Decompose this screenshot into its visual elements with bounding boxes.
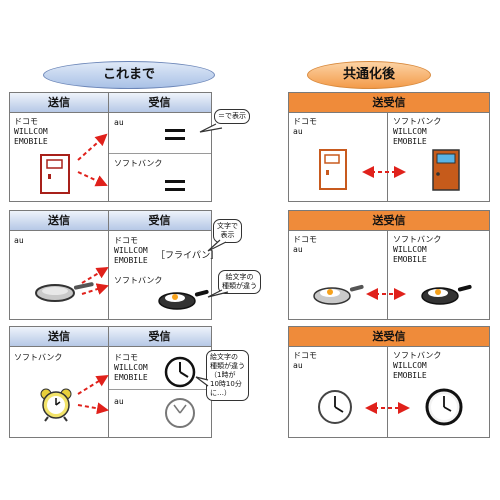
sender-label: au [14,236,24,245]
recv-header: 受信 [108,211,211,231]
fried-egg-pan-icon [158,289,209,310]
frying-pan-text: ［フライパン］ [156,251,220,261]
recv-top-label: au [114,118,124,127]
clock-icon [164,356,196,388]
clock-icon [165,398,195,428]
left-carriers: ドコモ au [293,235,317,254]
speech-bubble: 絵文字の 種類が違う [218,270,261,294]
recv-bottom-label: au [114,397,124,406]
sendrecv-header: 送受信 [289,327,489,347]
right-carriers: ソフトバンク WILLCOM EMOBILE [393,351,442,380]
recv-top-label: ドコモ WILLCOM EMOBILE [114,353,148,382]
speech-bubble: 文字で 表示 [213,219,242,243]
recv-bottom-label: ソフトバンク [114,159,163,168]
recv-header: 受信 [108,93,211,113]
sendrecv-header: 送受信 [289,211,489,231]
speech-bubble: ＝で表示 [214,109,250,124]
clock-icon [425,388,463,426]
clock-icon [318,390,352,424]
sendrecv-header: 送受信 [289,93,489,113]
door-icon [319,149,347,190]
left-carriers: ドコモ au [293,117,317,136]
left-carriers: ドコモ au [293,351,317,370]
sender-label: ドコモ WILLCOM EMOBILE [14,117,48,146]
frying-pan-icon [35,282,94,302]
equals-icon [165,180,185,191]
left-title: これまで [43,61,215,89]
send-header: 送信 [10,211,108,231]
recv-header: 受信 [108,327,211,347]
recv-top-label: ドコモ WILLCOM EMOBILE [114,236,148,265]
sender-label: ソフトバンク [14,353,63,362]
send-header: 送信 [10,327,108,347]
door-icon [40,154,70,194]
right-carriers: ソフトバンク WILLCOM EMOBILE [393,117,442,146]
fried-egg-pan-icon [313,284,364,305]
send-header: 送信 [10,93,108,113]
door-icon [432,149,460,191]
speech-bubble: 絵文字の 種類が違う （1時が 10時10分 に…） [206,350,249,401]
recv-bottom-label: ソフトバンク [114,276,163,285]
equals-icon [165,129,185,140]
alarm-clock-icon [40,388,72,422]
fried-egg-pan-icon [421,284,472,305]
right-title: 共通化後 [307,61,431,89]
right-carriers: ソフトバンク WILLCOM EMOBILE [393,235,442,264]
